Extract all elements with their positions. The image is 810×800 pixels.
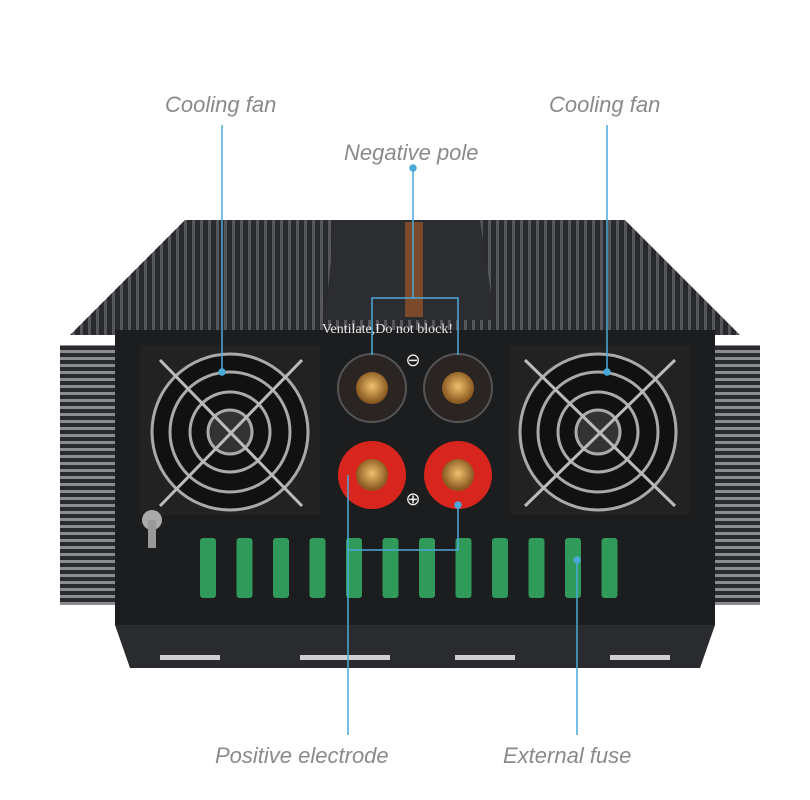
left-side-heatsink [60, 345, 122, 605]
positive-symbol: ⊕ [405, 489, 420, 509]
fuse-row [200, 538, 618, 598]
fuse [236, 538, 253, 598]
label-external-fuse: External fuse [503, 743, 632, 768]
fuse [419, 538, 435, 598]
fuse [455, 538, 472, 598]
cooling-fan-left [140, 345, 320, 515]
cooling-fan-right [510, 345, 690, 515]
fuse [273, 538, 289, 598]
fuse [601, 538, 618, 598]
fuse [528, 538, 545, 598]
fuse [200, 538, 216, 598]
negative-symbol: ⊖ [405, 350, 420, 370]
negative-terminals [337, 353, 493, 423]
top-heatsink [70, 220, 740, 335]
fuse [492, 538, 508, 598]
positive-terminals [338, 441, 492, 509]
ground-bolt [142, 510, 162, 548]
fuse [346, 538, 362, 598]
warning-text: Ventilate,Do not block! [322, 322, 454, 337]
fuse [309, 538, 326, 598]
label-cooling-fan-left: Cooling fan [165, 92, 277, 117]
base-plate [115, 625, 715, 668]
label-positive-electrode: Positive electrode [215, 743, 389, 768]
callout-lines [218, 125, 611, 735]
label-negative-pole: Negative pole [344, 140, 479, 165]
fuse [382, 538, 399, 598]
label-cooling-fan-right: Cooling fan [549, 92, 661, 117]
fuse [565, 538, 581, 598]
